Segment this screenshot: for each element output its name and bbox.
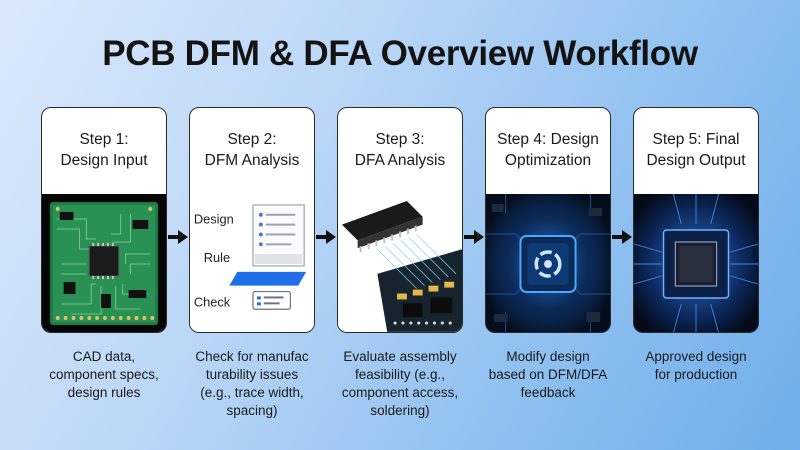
chip-assembly-icon — [338, 194, 462, 332]
glowing-processor-icon — [486, 194, 610, 332]
label-design: Design — [194, 212, 234, 227]
page-title: PCB DFM & DFA Overview Workflow — [102, 34, 698, 73]
arrow-right-icon — [316, 230, 336, 244]
step-5-card: Step 5: Final Design Output — [633, 107, 759, 333]
label-rule: Rule — [204, 250, 230, 265]
step-3-description: Evaluate assembly feasibility (e.g., com… — [341, 349, 459, 418]
step-3-heading: Step 3: DFA Analysis — [354, 131, 446, 169]
step-4-card: Step 4: Design Optimization — [485, 107, 611, 333]
arrow-right-icon — [168, 230, 188, 244]
step-1-heading: Step 1: Design Input — [60, 131, 148, 169]
document-analysis-icon: Design Rule Check — [190, 194, 314, 332]
step-4-heading: Step 4: Design Optimization — [497, 131, 599, 169]
step-5-description: Approved design for production — [645, 349, 747, 382]
step-5-heading: Step 5: Final Design Output — [646, 131, 746, 169]
step-1-card: Step 1: Design Input — [41, 107, 167, 333]
step-4-description: Modify design based on DFM/DFA feedback — [488, 349, 608, 400]
step-1-description: CAD data, component specs, design rules — [49, 349, 159, 400]
step-2-description: Check for manufac turability issues (e.g… — [195, 349, 309, 418]
final-chip-icon — [634, 194, 758, 332]
step-3-card: Step 3: DFA Analysis — [337, 107, 463, 333]
arrow-right-icon — [464, 230, 484, 244]
step-2-card: Step 2: DFM Analysis Design Rule Check — [189, 107, 315, 333]
arrow-right-icon — [612, 230, 632, 244]
label-check: Check — [194, 294, 231, 309]
step-2-heading: Step 2: DFM Analysis — [204, 131, 300, 169]
pcb-board-icon — [42, 194, 166, 332]
